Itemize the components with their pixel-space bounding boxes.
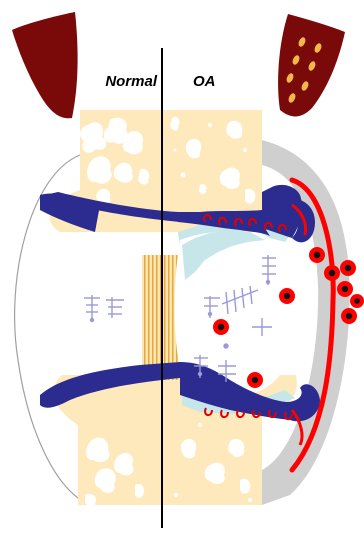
label-normal: Normal bbox=[105, 73, 158, 90]
muscle-left-icon bbox=[12, 12, 78, 118]
bottom-bone bbox=[53, 375, 296, 505]
label-oa: OA bbox=[193, 73, 216, 90]
